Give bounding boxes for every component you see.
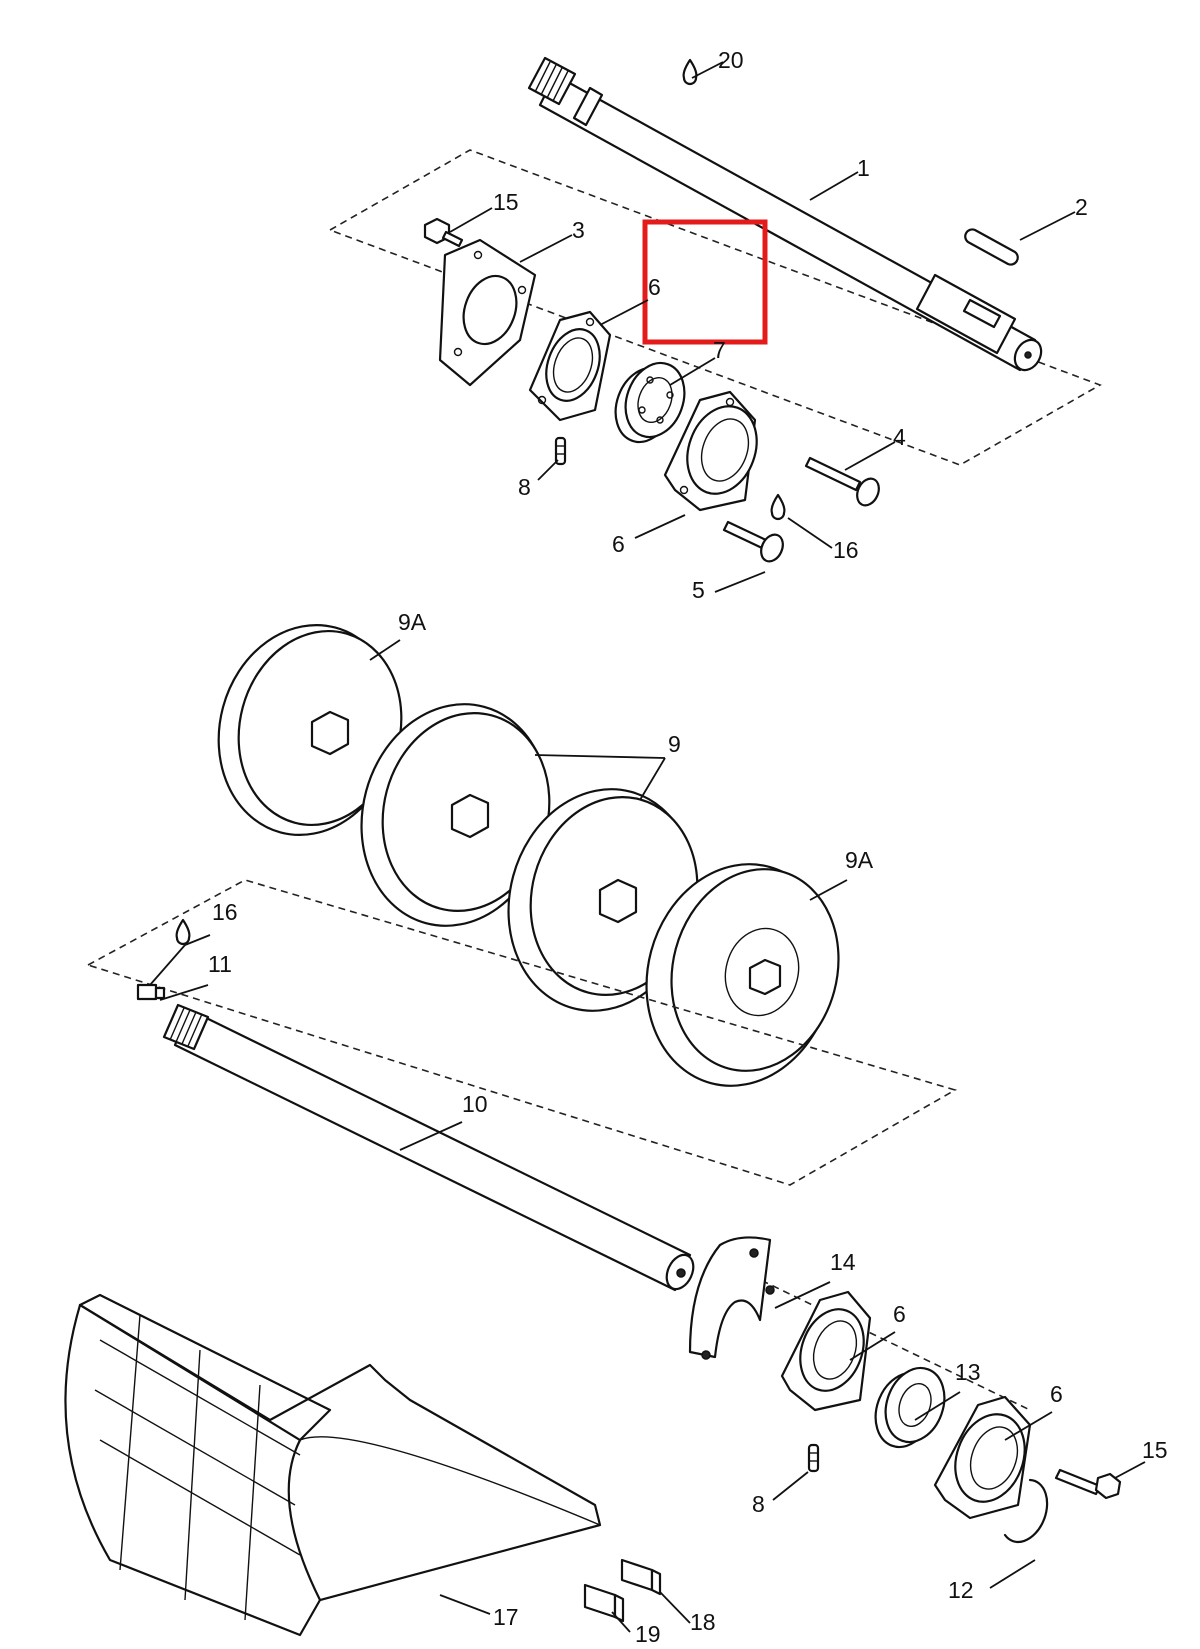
callout-9A-top: 9A	[398, 609, 427, 635]
callout-9A-mid: 9A	[845, 847, 874, 873]
flange-bolt-part-15	[423, 217, 464, 248]
middle-dashed-envelope	[85, 879, 958, 1186]
callout-13: 13	[955, 1359, 981, 1385]
callout-9: 9	[668, 731, 681, 757]
callout-12: 12	[948, 1577, 974, 1603]
top-dashed-envelope	[328, 149, 1102, 466]
callout-1: 1	[857, 155, 870, 181]
bearing-flange-part-6-bottom-2	[933, 1395, 1032, 1520]
highlight-box	[642, 219, 768, 345]
callout-10: 10	[462, 1091, 488, 1117]
bearing-part-13	[874, 1366, 946, 1449]
shield-part-14	[688, 1236, 775, 1360]
key-part-2	[964, 228, 1019, 266]
oil-drop-icon-16-mid	[175, 918, 191, 946]
callout-6-bot2: 6	[1050, 1381, 1063, 1407]
callout-16-mid: 16	[212, 899, 238, 925]
callout-6-highlight: 6	[648, 274, 661, 300]
callout-3: 3	[572, 217, 585, 243]
callout-16-top: 16	[833, 537, 859, 563]
callout-15-bot: 15	[1142, 1437, 1168, 1463]
callout-2: 2	[1075, 194, 1088, 220]
bearing-flange-part-6-outer	[663, 390, 758, 512]
callout-8-bot: 8	[752, 1491, 765, 1517]
callout-14: 14	[830, 1249, 856, 1275]
bolt-part-5	[722, 520, 784, 563]
callout-15-top: 15	[493, 189, 519, 215]
oil-drop-icon-16-top	[770, 493, 786, 521]
bearing-part-7	[614, 361, 686, 444]
callout-6-mid: 6	[612, 531, 625, 557]
bearing-flange-part-6-upper	[528, 310, 612, 422]
bolt-part-15-bottom	[1054, 1468, 1122, 1500]
sprocket-part-9-a	[360, 703, 551, 927]
oil-drop-icon-20	[682, 58, 698, 86]
callout-5: 5	[692, 577, 705, 603]
grease-fitting-part-8-top	[554, 436, 567, 466]
leader-lines	[149, 61, 1146, 1633]
driven-shaft-part-10	[162, 1003, 695, 1292]
plug-part-11	[136, 983, 166, 1001]
sprocket-part-9A-left	[217, 624, 403, 836]
bearing-plate-part-3	[438, 238, 537, 387]
callout-11: 11	[208, 951, 232, 977]
track-part-17	[64, 1293, 602, 1637]
callout-6-bot1: 6	[893, 1301, 906, 1327]
bolt-part-4	[804, 456, 880, 507]
bottom-dashed-line	[739, 1269, 1031, 1411]
callout-18: 18	[690, 1609, 716, 1635]
bearing-flange-part-6-bottom-1	[780, 1290, 872, 1412]
drive-shaft-part-1	[527, 56, 1043, 372]
callout-4: 4	[893, 424, 906, 450]
grease-fitting-part-8-bottom	[807, 1443, 820, 1473]
callout-17: 17	[493, 1604, 519, 1630]
clip-part-18	[620, 1558, 662, 1596]
callout-20: 20	[718, 47, 744, 73]
clip-part-19	[583, 1583, 625, 1623]
callout-19: 19	[635, 1621, 661, 1647]
callout-7: 7	[713, 337, 726, 363]
sprocket-part-9A-right	[645, 863, 840, 1087]
circlip-part-12	[1003, 1478, 1049, 1544]
callout-8-top: 8	[518, 474, 531, 500]
